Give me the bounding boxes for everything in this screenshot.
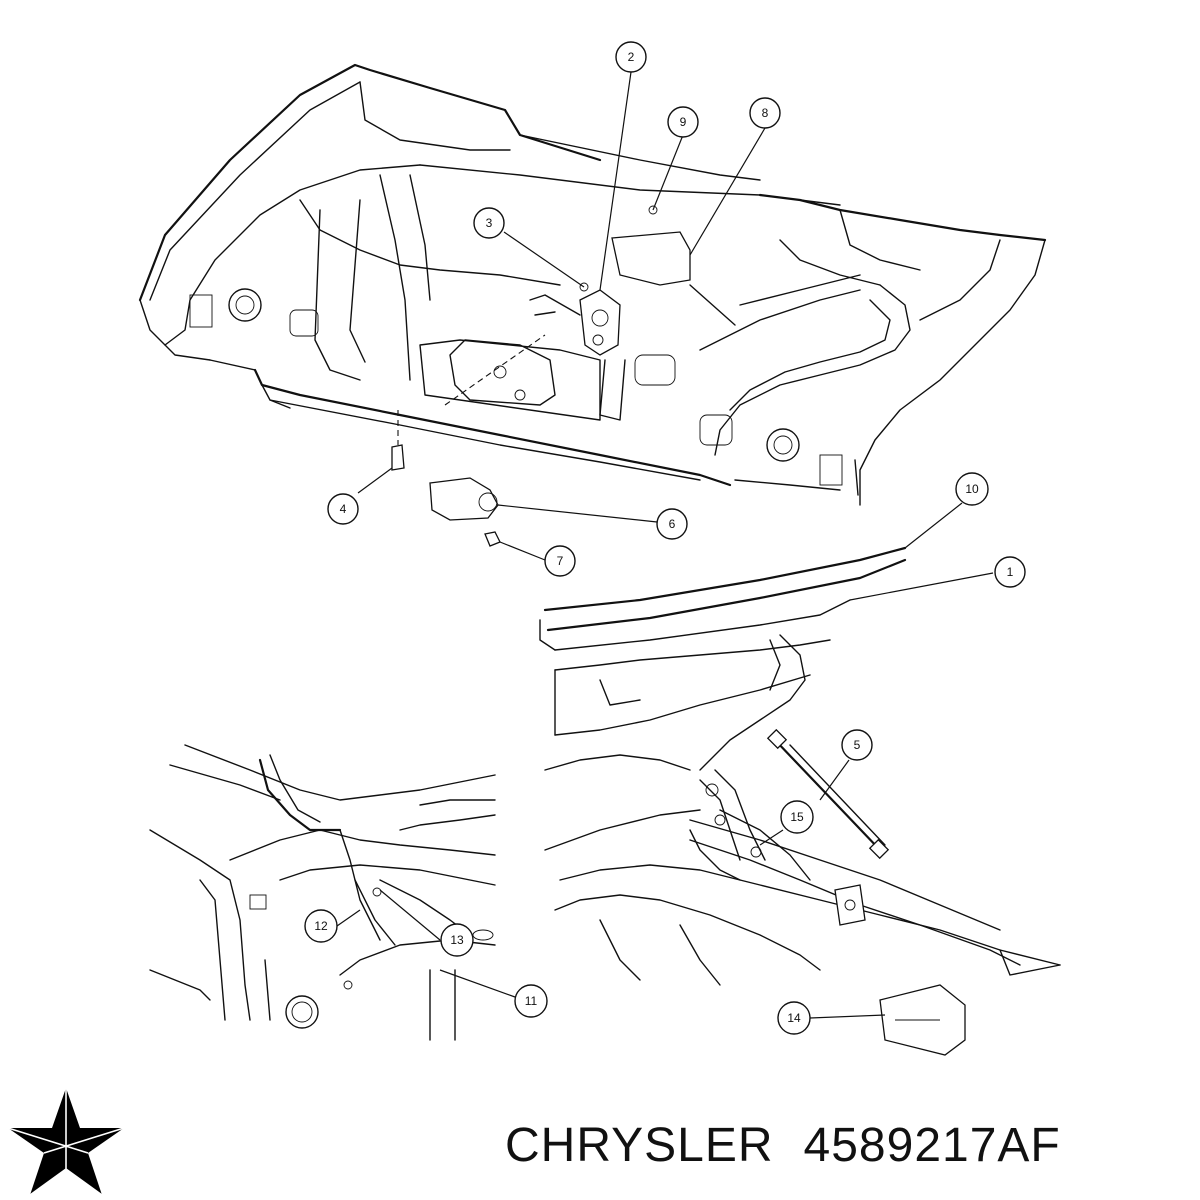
callout-label: 4 [340,502,347,516]
leader-lines [336,71,994,1019]
callout-9: 9 [667,106,699,138]
callout-label: 6 [669,517,676,531]
pentastar-icon [7,1088,125,1196]
callout-12: 12 [304,909,338,943]
part-number: 4589217AF [803,1118,1061,1172]
callout-3: 3 [473,207,505,239]
callout-2: 2 [615,41,647,73]
callout-label: 5 [854,738,861,752]
trunk-rear-panel-drawing [138,63,1047,506]
decklid-drawing [539,546,1061,1056]
callout-label: 13 [450,933,464,947]
callout-15: 15 [780,800,814,834]
brand-name: CHRYSLER [505,1118,774,1172]
callout-label: 15 [790,810,804,824]
callout-label: 8 [762,106,769,120]
callout-13: 13 [440,923,474,957]
part-caption: CHRYSLER 4589217AF [505,1100,1195,1190]
hinge-detail-drawing [149,744,496,1041]
callout-label: 2 [628,50,635,64]
callout-8: 8 [749,97,781,129]
callout-5: 5 [841,729,873,761]
callout-1: 1 [994,556,1026,588]
callout-label: 9 [680,115,687,129]
callout-label: 3 [486,216,493,230]
callout-label: 12 [314,919,328,933]
callout-label: 14 [787,1011,801,1025]
callout-label: 1 [1007,565,1014,579]
callout-label: 11 [525,994,538,1008]
callout-14: 14 [777,1001,811,1035]
latch-assembly-drawing [391,205,736,547]
callout-11: 11 [514,984,548,1018]
callout-label: 10 [965,482,979,496]
callout-6: 6 [656,508,688,540]
callout-7: 7 [544,545,576,577]
pentastar-logo [7,1088,125,1196]
callout-4: 4 [327,493,359,525]
callout-label: 7 [557,554,564,568]
callout-10: 10 [955,472,989,506]
